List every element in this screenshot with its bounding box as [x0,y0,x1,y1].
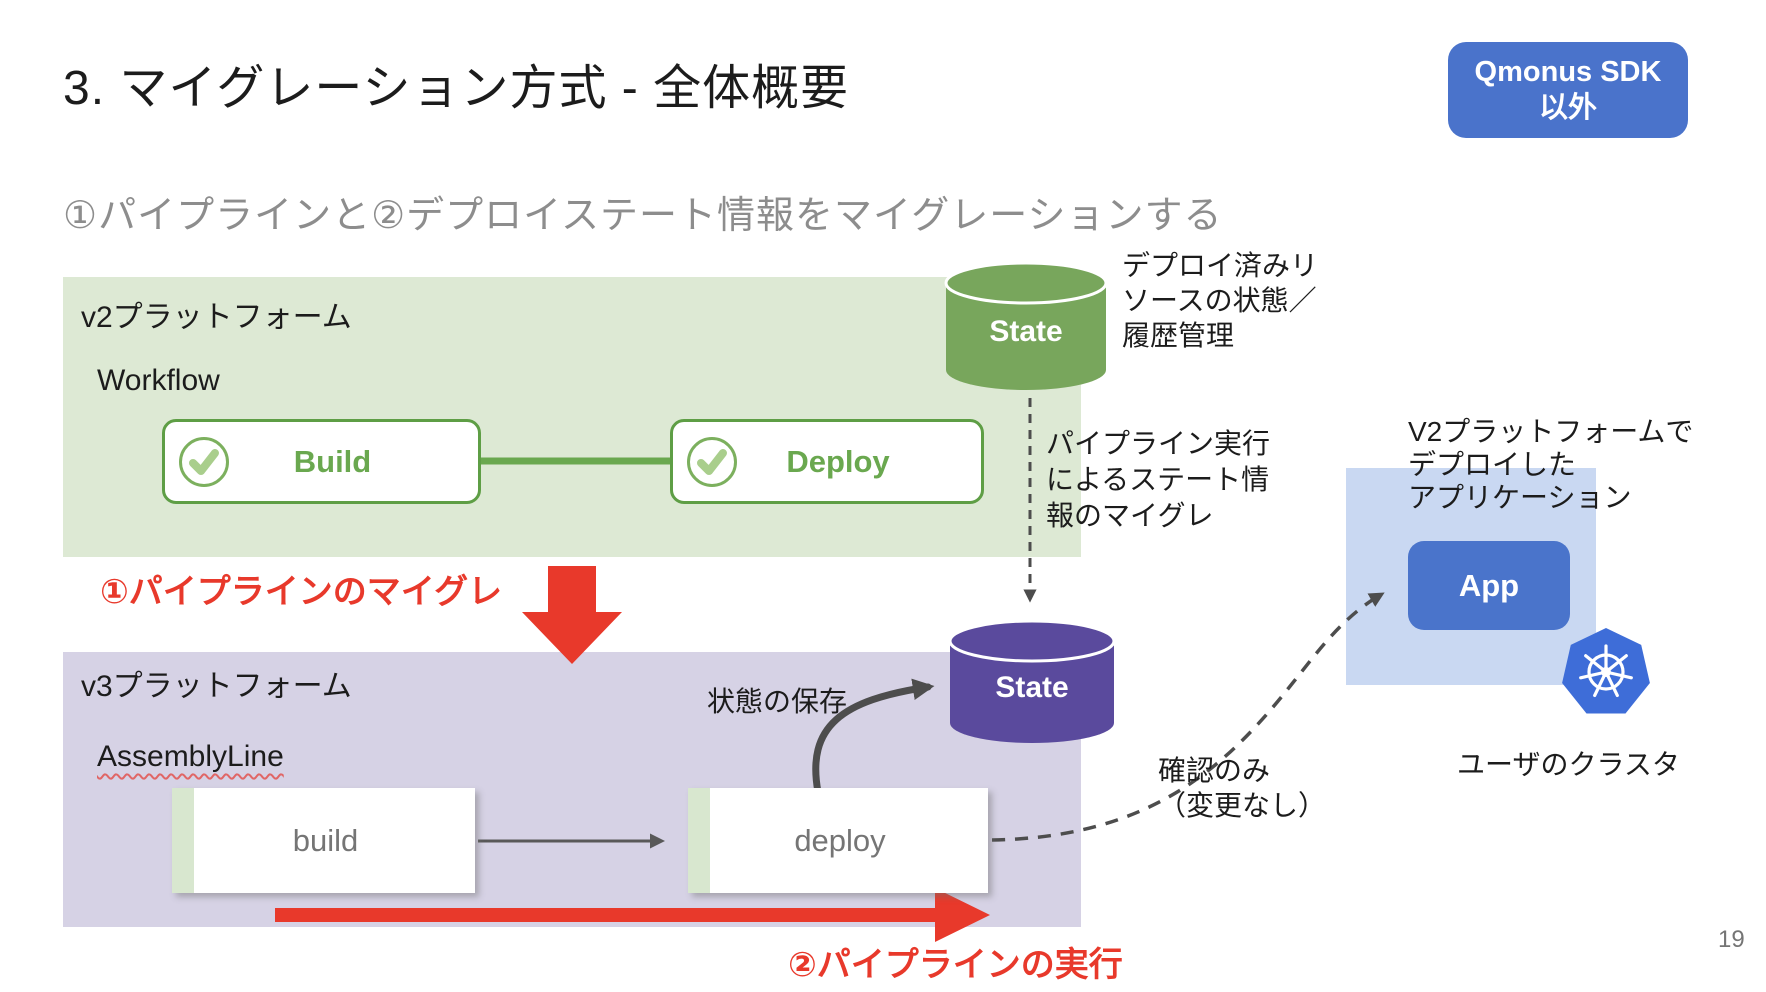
check-icon [179,436,229,487]
assemblyline-step-deploy-label: deploy [794,822,886,858]
workflow-step-deploy: Deploy [670,419,984,504]
assemblyline-label: AssemblyLine [97,740,284,773]
red-down-arrow [522,566,622,664]
app-box: App [1408,541,1570,630]
kubernetes-icon [1560,626,1652,718]
v2-app-note: V2プラットフォームで デプロイした アプリケーション [1408,416,1694,513]
assemblyline-step-deploy: deploy [688,788,988,893]
qmonus-sdk-badge: Qmonus SDK 以外 [1448,42,1688,138]
confirm-note: 確認のみ （変更なし） [1158,755,1327,821]
step-accent-stripe [172,788,194,893]
workflow-step-build-label: Build [293,443,372,479]
database-cylinder-icon [948,619,1116,743]
assemblyline-step-build: build [172,788,475,893]
page-number: 19 [1718,926,1745,953]
v3-platform-label: v3プラットフォーム [81,670,352,703]
workflow-step-build: Build [162,419,481,504]
v2-platform-panel [63,277,1081,557]
step2-pipeline-run-label: ②パイプラインの実行 [788,946,1123,984]
page-title: 3. マイグレーション方式 - 全体概要 [63,62,850,115]
v3-state-cylinder: State [948,618,1116,746]
v2-state-label: State [989,315,1063,348]
state-description: デプロイ済みリ ソースの状態／ 履歴管理 [1122,250,1319,351]
database-cylinder-icon [944,261,1108,390]
workflow-step-deploy-label: Deploy [786,443,890,479]
user-cluster-label: ユーザのクラスタ [1457,749,1680,780]
save-state-label: 状態の保存 [707,686,848,717]
step-accent-stripe [688,788,710,893]
pipeline-migration-note: パイプライン実行 によるステート情 報のマイグレ [1046,428,1271,531]
v2-state-cylinder: State [944,260,1108,392]
workflow-label: Workflow [97,364,220,397]
v3-state-label: State [995,671,1069,704]
v2-platform-label: v2プラットフォーム [81,301,352,334]
step1-pipeline-migration-label: ①パイプラインのマイグレ [100,573,503,611]
slide-subtitle: ①パイプラインと②デプロイステート情報をマイグレーションする [63,195,1223,237]
assemblyline-step-build-label: build [292,822,359,858]
check-icon [687,436,737,487]
